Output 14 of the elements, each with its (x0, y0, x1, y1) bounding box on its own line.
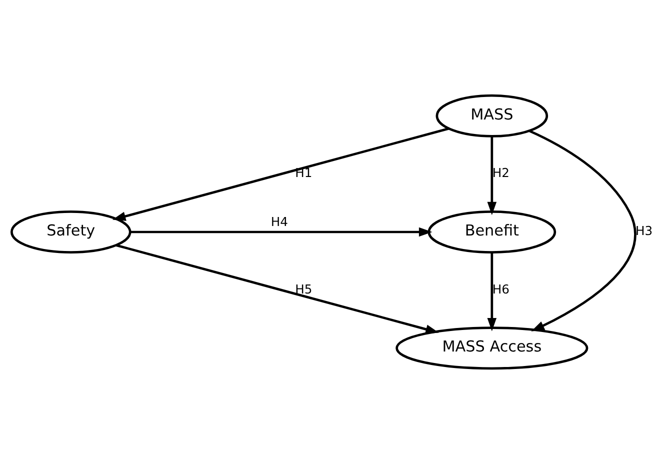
edge-label: H3 (636, 224, 653, 238)
edge-label: H4 (270, 214, 288, 229)
arrow (130, 227, 432, 237)
arrow (112, 127, 450, 221)
node-ellipse: MASS (436, 94, 548, 138)
node-ellipse: Benefit (428, 210, 556, 254)
node-ellipse: MASS Access (396, 326, 588, 370)
arrow (116, 244, 439, 334)
arrow (487, 252, 497, 332)
edge-label: H2 (492, 166, 510, 180)
edge-label: H6 (492, 282, 510, 296)
arrow (528, 130, 636, 332)
arrow (487, 136, 497, 216)
edge-label: H5 (295, 282, 312, 296)
